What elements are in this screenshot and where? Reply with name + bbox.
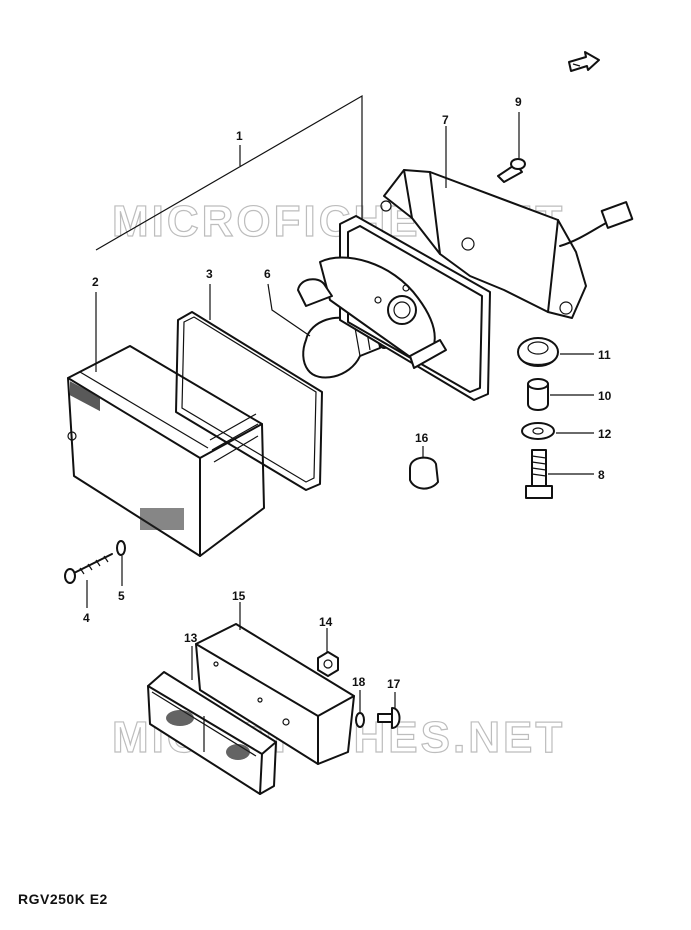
assembly-bracket-1: [95, 94, 363, 251]
callout-13: 13: [184, 631, 198, 645]
part-nut-14: [317, 651, 339, 677]
part-license-housing: [195, 623, 355, 765]
part-cushion: [409, 456, 439, 490]
part-gasket: [175, 311, 323, 491]
part-washer-5: [116, 540, 126, 556]
part-washer-18: [355, 712, 365, 728]
callout-16: 16: [415, 431, 429, 445]
callout-12: 12: [598, 427, 612, 441]
front-arrow-icon: [568, 51, 600, 72]
callout-9: 9: [515, 95, 522, 109]
callout-6: 6: [264, 267, 271, 281]
part-license-lens: [147, 671, 277, 795]
part-screw-4: [64, 553, 113, 584]
callout-18: 18: [352, 675, 366, 689]
callout-2: 2: [92, 275, 99, 289]
callout-11: 11: [598, 348, 611, 362]
callout-7: 7: [442, 113, 449, 127]
callout-14: 14: [319, 615, 333, 629]
callout-1: 1: [236, 129, 243, 143]
callout-15: 15: [232, 589, 246, 603]
part-screw-9: [497, 158, 526, 183]
part-screw-17: [377, 707, 401, 729]
part-lens: [67, 345, 265, 557]
part-housing: [297, 215, 491, 401]
model-code-label: RGV250K E2: [18, 891, 108, 907]
callout-8: 8: [598, 468, 605, 482]
part-bolt-8: [525, 449, 553, 499]
part-grommet: [517, 337, 559, 367]
callout-4: 4: [83, 611, 90, 625]
callout-3: 3: [206, 267, 213, 281]
callout-10: 10: [598, 389, 612, 403]
leader-6: [267, 283, 311, 337]
part-collar: [527, 378, 549, 411]
callout-17: 17: [387, 677, 401, 691]
callout-5: 5: [118, 589, 125, 603]
part-washer-12: [521, 422, 555, 440]
part-bracket: [380, 169, 634, 319]
